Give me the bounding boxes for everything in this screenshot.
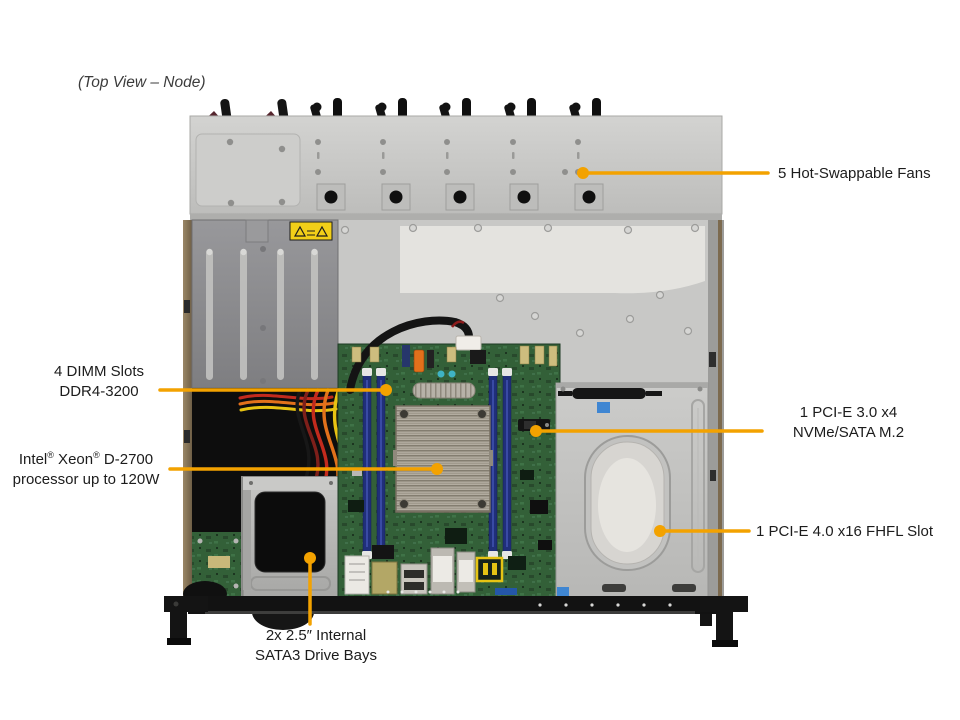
cpu-label: Intel® Xeon® D-2700 processor up to 120W bbox=[12, 450, 160, 488]
dimm-label: 4 DIMM Slots DDR4-3200 bbox=[53, 363, 144, 400]
pcie-fhfl-bracket bbox=[555, 382, 709, 603]
rear-io-ports bbox=[344, 545, 526, 595]
callout-cpu bbox=[168, 463, 443, 475]
drive-cage bbox=[241, 476, 340, 600]
expansion-slot-cover bbox=[191, 219, 339, 389]
chassis-front-edge bbox=[164, 596, 748, 647]
callout-dimm bbox=[158, 384, 392, 396]
m2-label: 1 PCI-E 3.0 x4 NVMe/SATA M.2 bbox=[792, 404, 905, 441]
callout-m2 bbox=[530, 425, 764, 437]
view-title: (Top View – Node) bbox=[78, 74, 206, 91]
mounting-ear-left bbox=[164, 596, 208, 645]
power-distribution-board bbox=[183, 532, 244, 607]
callout-pcie bbox=[654, 525, 751, 537]
chassis-floor-screws bbox=[340, 223, 700, 338]
bracket-cutout bbox=[584, 435, 671, 571]
callout-drive-bays bbox=[304, 552, 316, 626]
cover-latch bbox=[245, 219, 269, 243]
bracket-handle bbox=[558, 388, 662, 399]
chassis-left-rail bbox=[183, 220, 192, 598]
drive-bay-opening bbox=[254, 491, 326, 573]
fan-bay-cover bbox=[189, 115, 723, 220]
mounting-ear-right bbox=[700, 596, 748, 647]
motherboard bbox=[337, 316, 561, 599]
m2-slot bbox=[518, 419, 550, 431]
onboard-chips bbox=[348, 470, 552, 550]
warning-label bbox=[289, 221, 333, 241]
front-panel-cable bbox=[346, 316, 482, 394]
fans-label: 5 Hot-Swappable Fans bbox=[778, 165, 931, 182]
highlighted-connector bbox=[475, 556, 504, 583]
callout-fans bbox=[577, 167, 770, 179]
fan-mount-tabs bbox=[316, 183, 604, 211]
drive-bays-label: 2x 2.5″ Internal SATA3 Drive Bays bbox=[255, 627, 377, 664]
cpu-heatsink bbox=[393, 405, 493, 513]
chassis-right-wall bbox=[708, 220, 724, 598]
blue-sticker-top bbox=[597, 402, 610, 413]
lid-hinge-strip bbox=[190, 214, 722, 220]
vrm-heatsink bbox=[412, 382, 476, 399]
callouts bbox=[158, 167, 770, 626]
air-shroud bbox=[400, 226, 705, 294]
pcie-label: 1 PCI-E 4.0 x16 FHFL Slot bbox=[756, 523, 934, 540]
motherboard-headers bbox=[351, 345, 558, 378]
